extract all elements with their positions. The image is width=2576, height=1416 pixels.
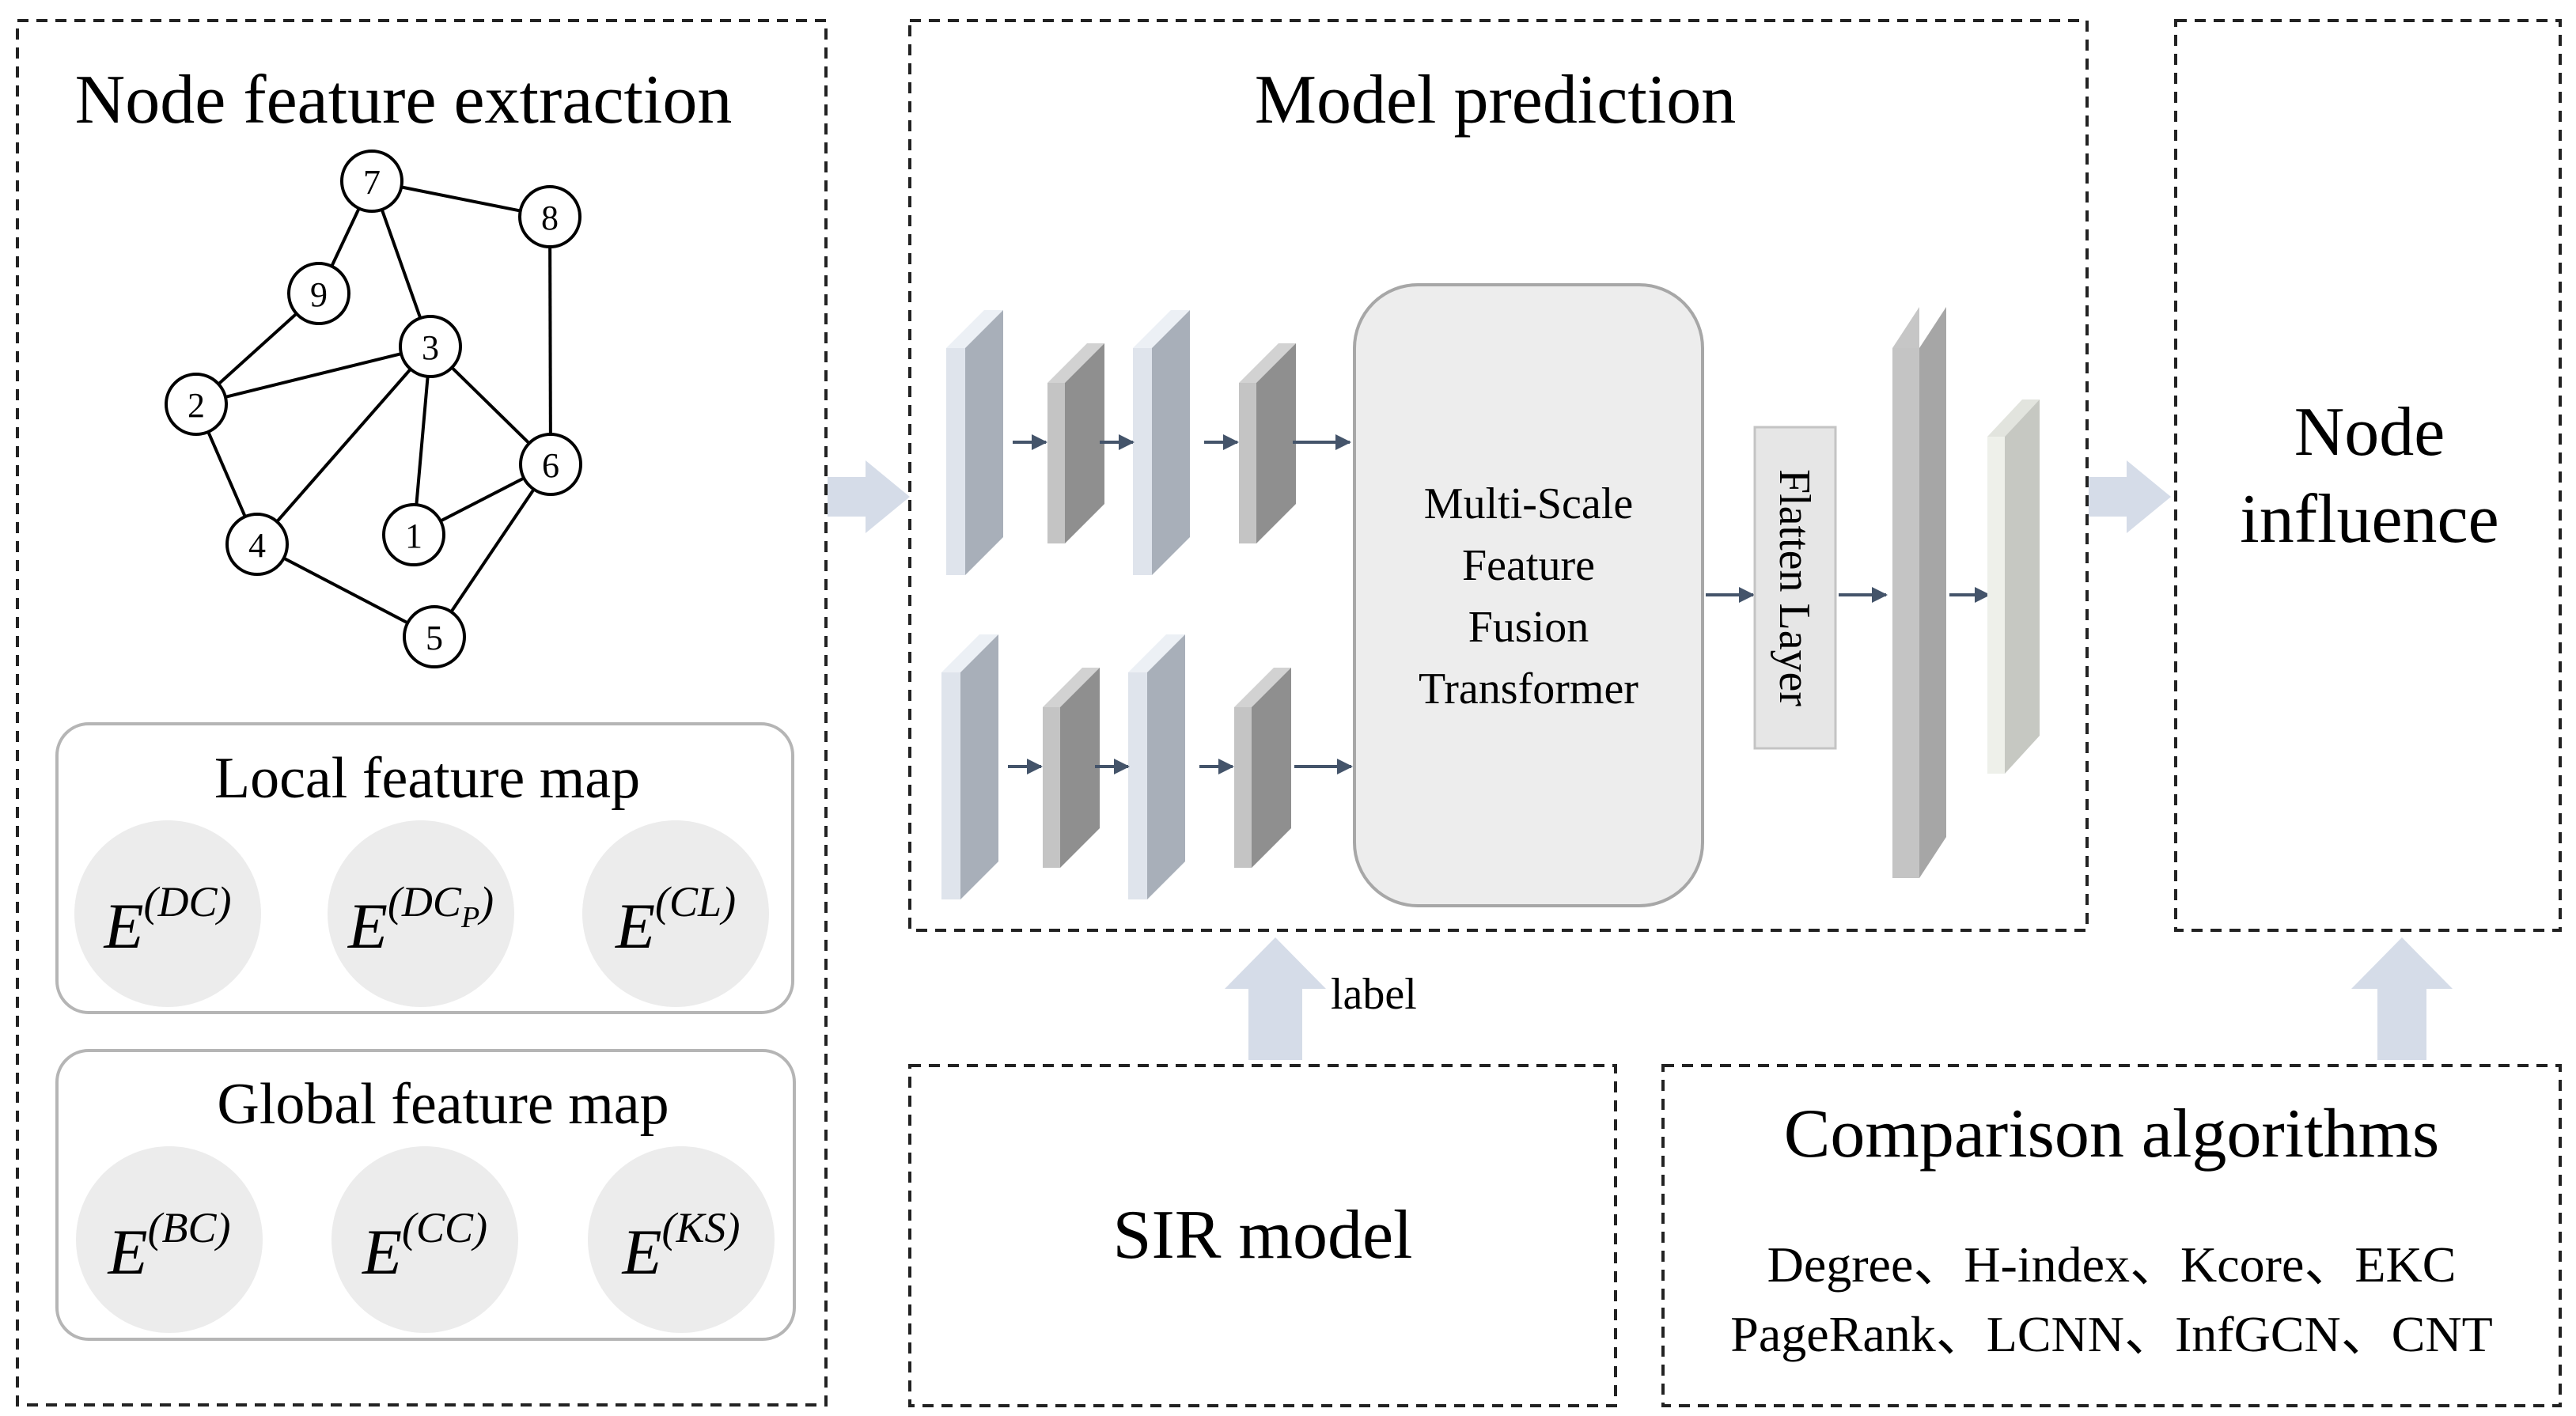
edge-6-5 bbox=[433, 463, 552, 638]
conv-big-bottom-2 bbox=[1128, 634, 1185, 899]
sir-model-title: SIR model bbox=[1113, 1197, 1413, 1274]
global-feature-map-title: Global feature map bbox=[217, 1072, 669, 1137]
svg-text:2: 2 bbox=[188, 386, 205, 425]
svg-text:7: 7 bbox=[363, 163, 381, 202]
svg-text:E(DC): E(DC) bbox=[103, 878, 231, 962]
pool-small-bottom-1 bbox=[1043, 668, 1100, 868]
svg-text:9: 9 bbox=[310, 275, 328, 314]
edge-3-4 bbox=[256, 345, 432, 546]
output-layer bbox=[1987, 399, 2040, 774]
arrow-sir-to-prediction bbox=[1225, 937, 1326, 1060]
label-text: label bbox=[1331, 970, 1417, 1019]
graph-node-2: 2 bbox=[165, 373, 228, 436]
node-feature-extraction-panel bbox=[16, 19, 828, 1407]
model-prediction-title: Model prediction bbox=[1255, 62, 1737, 138]
edge-2-3 bbox=[195, 345, 431, 406]
conv-big-top-1 bbox=[946, 310, 1003, 575]
model-prediction-panel bbox=[908, 19, 2089, 932]
local-feature-map-title: Local feature map bbox=[214, 746, 640, 811]
dense-layer bbox=[1892, 307, 1946, 878]
transformer-label-line2: Feature bbox=[1462, 541, 1595, 590]
svg-text:E(KS): E(KS) bbox=[621, 1204, 740, 1288]
arrow-comparison-to-influence bbox=[2351, 937, 2453, 1060]
graph-node-6: 6 bbox=[519, 433, 582, 496]
arrow-extraction-to-prediction bbox=[828, 460, 910, 533]
feature-e-dc: E(DC) bbox=[74, 820, 261, 1007]
edge-8-6 bbox=[548, 216, 552, 465]
transformer-label-line1: Multi-Scale bbox=[1424, 479, 1633, 528]
transformer-label-line4: Transformer bbox=[1419, 664, 1638, 714]
feature-e-bc: E(BC) bbox=[76, 1146, 263, 1333]
comparison-panel bbox=[1661, 1064, 2562, 1407]
convolution-prisms bbox=[941, 310, 1296, 899]
node-influence-line1: Node bbox=[2294, 394, 2445, 471]
graph-node-3: 3 bbox=[399, 315, 462, 378]
svg-text:E(CC): E(CC) bbox=[362, 1204, 487, 1288]
feature-e-ks: E(KS) bbox=[588, 1146, 775, 1333]
pool-small-bottom-2 bbox=[1234, 668, 1291, 868]
arrow-prediction-to-influence bbox=[2089, 460, 2171, 533]
node-influence-panel bbox=[2174, 19, 2562, 932]
svg-text:5: 5 bbox=[426, 619, 443, 657]
feature-e-cl: E(CL) bbox=[582, 820, 769, 1007]
comparison-title: Comparison algorithms bbox=[1784, 1096, 2440, 1172]
svg-text:4: 4 bbox=[248, 526, 266, 565]
pool-small-top-1 bbox=[1047, 343, 1104, 543]
graph-node-8: 8 bbox=[518, 185, 581, 248]
node-influence-line2: influence bbox=[2240, 481, 2498, 558]
feature-e-cc: E(CC) bbox=[331, 1146, 518, 1333]
conv-big-top-2 bbox=[1133, 310, 1190, 575]
pool-small-top-2 bbox=[1239, 343, 1296, 543]
transformer-label-line3: Fusion bbox=[1468, 603, 1589, 652]
comparison-line2: PageRank、LCNN、InfGCN、CNT bbox=[1730, 1306, 2492, 1362]
graph-node-5: 5 bbox=[403, 605, 466, 668]
edge-4-5 bbox=[256, 543, 435, 638]
conv-big-bottom-1 bbox=[941, 634, 998, 899]
svg-text:E(CL): E(CL) bbox=[615, 878, 736, 962]
graph-node-7: 7 bbox=[340, 150, 403, 213]
node-feature-extraction-title: Node feature extraction bbox=[75, 62, 733, 138]
feature-e-dcp: E(DCP) bbox=[328, 820, 514, 1007]
svg-text:3: 3 bbox=[422, 328, 439, 367]
graph-node-9: 9 bbox=[287, 262, 350, 325]
svg-text:1: 1 bbox=[405, 517, 422, 555]
svg-text:E(DCP): E(DCP) bbox=[347, 878, 494, 962]
flatten-layer-box bbox=[1753, 426, 1837, 750]
graph-node-4: 4 bbox=[225, 513, 289, 576]
flatten-layer-label: Flatten Layer bbox=[1770, 469, 1819, 706]
comparison-line1: Degree、H-index、Kcore、EKC bbox=[1767, 1236, 2457, 1293]
transformer-block bbox=[1353, 283, 1704, 907]
svg-text:8: 8 bbox=[541, 199, 559, 237]
graph-node-1: 1 bbox=[382, 503, 445, 566]
svg-text:6: 6 bbox=[542, 446, 559, 485]
svg-text:E(BC): E(BC) bbox=[107, 1204, 230, 1288]
sir-model-panel bbox=[908, 1064, 1617, 1407]
